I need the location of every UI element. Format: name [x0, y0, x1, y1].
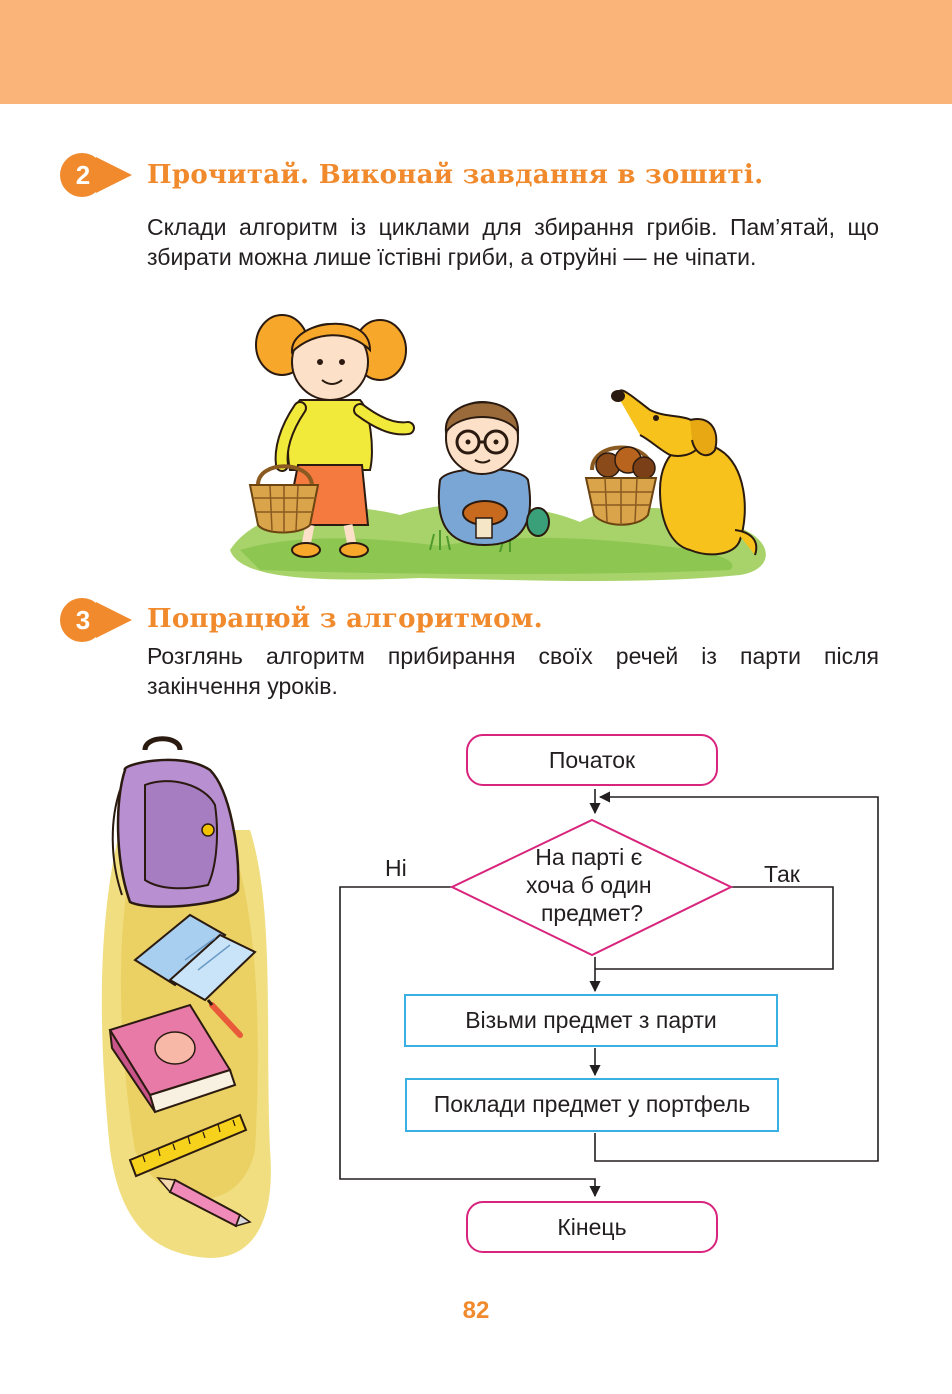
children-picking-mushrooms-illustration: [230, 314, 766, 582]
notebooks: [133, 913, 257, 1002]
dog-figure: [611, 389, 758, 556]
flowchart-step-take-item: [404, 994, 778, 1047]
flowchart-connectors: [339, 789, 879, 1198]
flowchart-step-put-item: [405, 1078, 779, 1132]
task-2-badge: 2: [60, 153, 134, 197]
flowchart-start-label: Початок: [549, 747, 636, 773]
task-3-badge: 3: [60, 598, 134, 642]
boy-figure: [437, 401, 550, 547]
girl-figure: [248, 314, 415, 558]
ruler: [128, 1113, 248, 1178]
small-pencil: [206, 999, 243, 1038]
decision-line-3: предмет?: [541, 900, 643, 926]
task-3-number: 3: [75, 605, 91, 635]
task-2-title: Прочитай. Виконай завдання в зошиті.: [147, 160, 764, 190]
decision-line-1: На парті є: [535, 844, 642, 870]
header-band: [0, 0, 952, 104]
task-3-title: Попрацюй з алгоритмом.: [147, 604, 543, 634]
mushroom-basket: [584, 445, 658, 526]
flowchart-decision: [449, 818, 734, 957]
flowchart-step-put-item-label: Поклади предмет у портфель: [434, 1091, 751, 1117]
flowchart-end-label: Кінець: [557, 1214, 626, 1240]
task-2-number: 2: [75, 160, 91, 190]
task-2-text: Склади алгоритм із циклами для збирання …: [147, 214, 879, 270]
flowchart-no-label: Ні: [385, 855, 407, 881]
flowchart-end: [466, 1201, 718, 1253]
task-3-text: Розглянь алгоритм прибирання своїх речей…: [147, 643, 879, 699]
flowchart-start: [466, 734, 718, 786]
page-number: 82: [462, 1297, 490, 1324]
flowchart-step-take-item-label: Візьми предмет з парти: [465, 1007, 717, 1033]
decision-line-2: хоча б один: [526, 872, 652, 898]
flowchart-yes-label: Так: [764, 861, 801, 887]
flowchart-decision-label: На парті є хоча б один предмет?: [526, 844, 658, 926]
book: [108, 1003, 237, 1114]
big-pencil: [156, 1177, 252, 1228]
backpack: [111, 736, 240, 908]
cleanup-algorithm-flowchart: Початок На парті є хоча б один предмет? …: [339, 734, 879, 1253]
backpack-school-supplies-illustration: [101, 736, 271, 1258]
